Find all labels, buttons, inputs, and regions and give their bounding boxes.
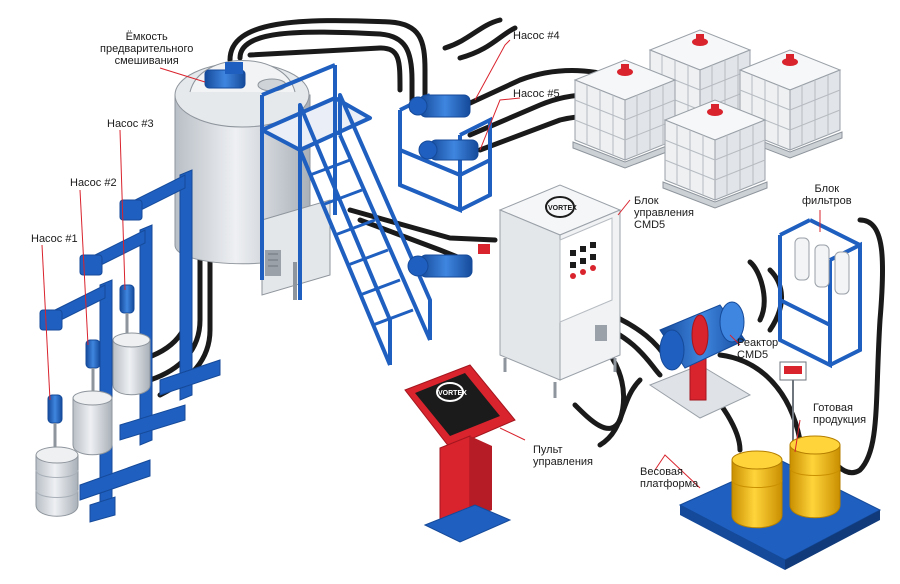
transfer-pump — [407, 244, 490, 278]
label-pump-1: Насос #1 — [31, 233, 78, 245]
product-barrels — [731, 435, 841, 529]
label-control-panel: Пульт управления — [533, 444, 593, 468]
control-panel-kiosk: VORTEX — [404, 364, 516, 543]
filter-block — [778, 218, 862, 369]
label-weighing-platform: Весовая платформа — [640, 466, 699, 490]
label-premix-tank: Ёмкость предварительного смешивания — [100, 31, 194, 67]
label-pump-3: Насос #3 — [107, 118, 154, 130]
label-finished-product: Готовая продукция — [813, 402, 867, 426]
label-pump-5: Насос #5 — [513, 88, 560, 100]
ibc-container — [662, 99, 768, 209]
kiosk-logo: VORTEX — [438, 390, 467, 397]
service-stairs — [260, 63, 432, 366]
label-reactor: Реактор CMD5 — [737, 337, 779, 361]
pump-skid-4-5 — [398, 93, 492, 213]
cabinet-logo: VORTEX — [548, 205, 577, 212]
control-cabinet: VORTEX — [498, 184, 622, 398]
reactor — [648, 301, 752, 419]
ibc-container — [572, 59, 678, 169]
drum-pump-stands — [35, 169, 221, 523]
ibc-containers — [572, 29, 843, 209]
label-filter-block: Блок фильтров — [802, 183, 852, 207]
steel-drums — [35, 332, 151, 517]
leader-lines — [41, 39, 821, 489]
label-control-block: Блок управления CMD5 — [634, 195, 694, 231]
label-pump-4: Насос #4 — [513, 30, 560, 42]
label-pump-2: Насос #2 — [70, 177, 117, 189]
